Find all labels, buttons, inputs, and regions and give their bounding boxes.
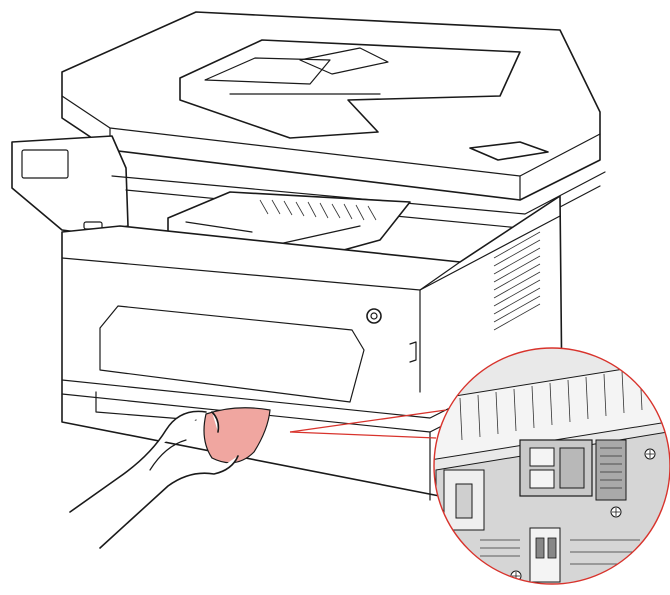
jam-detail-callout bbox=[433, 347, 670, 585]
callout-lines bbox=[289, 409, 447, 439]
jammed-paper bbox=[203, 407, 271, 464]
hand-illustration bbox=[69, 410, 239, 549]
front-door bbox=[99, 305, 417, 403]
detail-circle-outline bbox=[433, 347, 670, 585]
lcd-display bbox=[21, 149, 69, 179]
control-panel bbox=[11, 135, 129, 235]
adf-output-lip bbox=[469, 141, 549, 161]
side-vent bbox=[493, 231, 541, 331]
adf-paper-tray bbox=[179, 39, 521, 139]
power-icon bbox=[366, 308, 382, 324]
